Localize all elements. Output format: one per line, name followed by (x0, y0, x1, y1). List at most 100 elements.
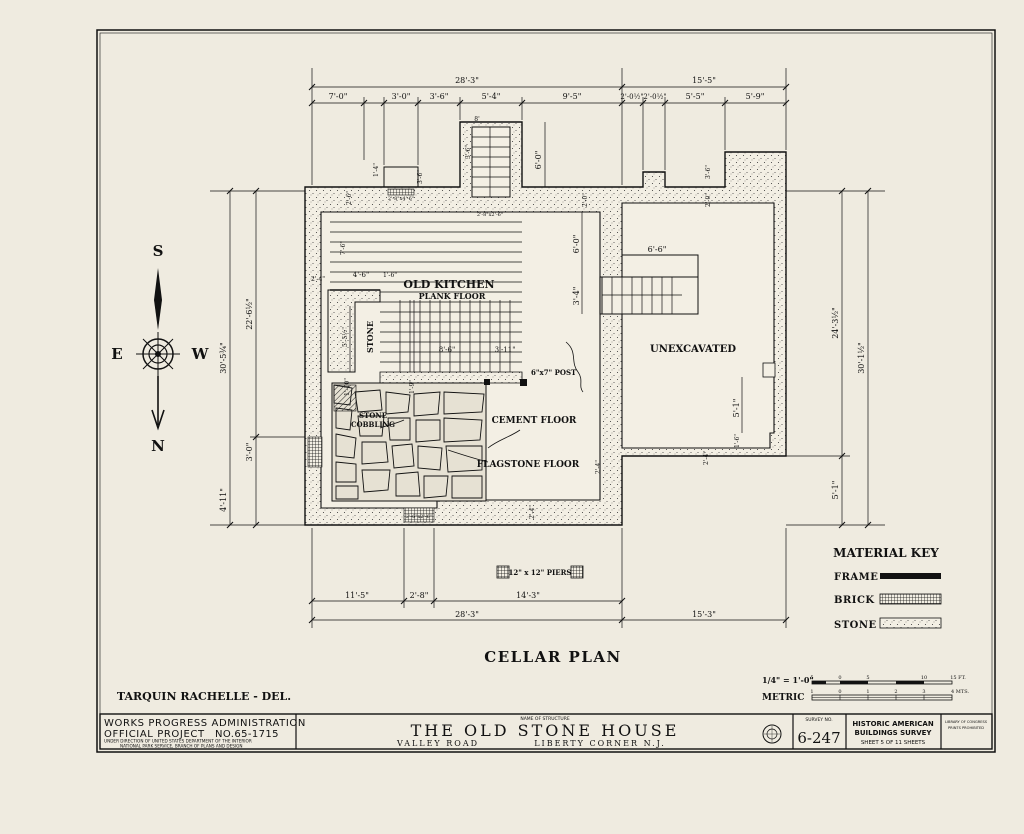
pier-left (496, 565, 510, 579)
dim-top-total-right: 15'-5" (692, 76, 716, 85)
dim-stair-4: 3'-6" (417, 170, 424, 184)
dim-stair-7: 3'-6" (705, 165, 712, 179)
dim-top-seg-3: 3'-6" (430, 92, 449, 101)
delineator: TARQUIN RACHELLE - DEL. (117, 690, 291, 703)
dim-left-lower2: 3'-0" (245, 443, 254, 462)
dim-left-inner: 22'-6½" (245, 298, 254, 330)
title-block: WORKS PROGRESS ADMINISTRATION OFFICIAL P… (99, 713, 993, 750)
dim-stair-6: 2'-0" (582, 193, 589, 207)
dim-stair-2: 3'-6" (465, 145, 472, 159)
east-stair (601, 276, 699, 315)
stair-well (471, 126, 511, 198)
dim-top-seg-6: 2'-0½" (620, 93, 643, 101)
imperial-scale-label: 1/4" = 1'-0" (762, 675, 814, 685)
outer-border (96, 29, 996, 753)
material-key: MATERIAL KEY FRAME BRICK STONE (833, 546, 942, 631)
dim-int-10: 3'-4" (572, 287, 581, 306)
imperial-tick-3: 5 (866, 675, 869, 681)
tb-wpa: WORKS PROGRESS ADMINISTRATION (104, 718, 306, 729)
compass-west: W (191, 345, 210, 363)
graphic-scales: 1/4" = 1'-0" 5 0 5 10 15 FT. METRIC 1 0 … (762, 675, 969, 703)
imperial-tick-2: 0 (838, 675, 841, 681)
dim-top-seg-8: 5'-5" (686, 92, 705, 101)
metric-tick-4: 2 (894, 689, 897, 695)
dim-int-2: 4'-6" (353, 271, 369, 279)
label-stone: STONE (365, 321, 375, 353)
dim-top-seg-7: 2'-0½" (643, 93, 666, 101)
compass: S E W N (111, 242, 209, 455)
dim-bottom-seg-2: 2'-8" (410, 591, 429, 600)
tb-structure-name: THE OLD STONE HOUSE (411, 721, 680, 740)
tb-habs-2: BUILDINGS SURVEY (855, 729, 933, 737)
dim-bottom-total-left: 28'-3" (455, 610, 479, 619)
compass-east: E (111, 345, 122, 363)
dim-int-6: 5'-5½" (342, 327, 349, 347)
brick-sill-left (307, 436, 323, 468)
metric-tick-2: 0 (838, 689, 841, 695)
material-key-stone-swatch (879, 617, 942, 629)
brick-sill-top (387, 188, 415, 196)
compass-needle-top (154, 268, 162, 330)
dim-int-8: 3'-11" (495, 346, 516, 354)
window-dim-1: 2'-8"x4'-6" (388, 196, 414, 202)
tb-project-no: NO.65-1715 (215, 729, 279, 740)
dim-top-seg-1: 7'-0" (329, 92, 348, 101)
metric-tick-1: 1 (810, 689, 813, 695)
dim-top-seg-5: 9'-5" (563, 92, 582, 101)
dim-int-5: 7'-6" (340, 241, 347, 255)
label-flagstone-floor: FLAGSTONE FLOOR (477, 460, 580, 470)
compass-north: N (151, 437, 165, 455)
tb-under-2: NATIONAL PARK SERVICE, BRANCH OF PLANS A… (120, 744, 243, 749)
material-key-brick-label: BRICK (834, 595, 875, 606)
dimension-ticks (226, 83, 872, 624)
dim-left-overall: 30'-5¾" (219, 342, 228, 374)
compass-south: S (153, 242, 164, 260)
dim-left-lower: 4'-11" (219, 488, 228, 512)
dim-int-7: 8'-6" (439, 346, 455, 354)
tb-under-1: UNDER DIRECTION OF UNITED STATES DEPARTM… (104, 739, 252, 744)
material-key-brick-swatch (879, 593, 942, 605)
metric-tick-6: 4 MTS. (951, 689, 969, 695)
tb-project: OFFICIAL PROJECT (104, 729, 205, 740)
imperial-tick-4: 10 (921, 675, 927, 681)
tb-name-caption: NAME OF STRUCTURE (520, 716, 569, 722)
tb-habs-1: HISTORIC AMERICAN (852, 720, 934, 728)
stone-step (379, 371, 523, 384)
plank-floor (330, 221, 522, 372)
dim-int-16: 1'-9" (409, 380, 416, 394)
dim-top-seg-9: 5'-9" (746, 92, 765, 101)
dim-int-4: 2'-4" (311, 276, 325, 283)
dim-right-overall: 30'-1½" (857, 342, 866, 374)
floor-plan (304, 121, 787, 526)
dim-stair-3: 1'-4" (373, 163, 380, 177)
dim-bottom-total-right: 15'-3" (692, 610, 716, 619)
tb-library-1: LIBRARY OF CONGRESS (945, 720, 988, 724)
label-post: 6"x7" POST (531, 368, 577, 377)
dim-int-13: 5'-1" (732, 399, 741, 418)
label-piers: 12" x 12" PIERS (508, 568, 571, 577)
compass-arrow-icon (151, 409, 165, 431)
metric-tick-5: 3 (922, 689, 925, 695)
window-dim-3: 2'-6"x2'-6" (406, 514, 432, 520)
dim-int-3: 1'-6" (383, 272, 397, 279)
dim-bottom-seg-1: 11'-5" (345, 591, 369, 600)
dim-top-seg-4: 5'-4" (482, 92, 501, 101)
imperial-tick-1: 5 (810, 675, 813, 681)
dim-int-11: 6'-6" (648, 245, 667, 254)
plan-title: CELLAR PLAN (484, 648, 621, 666)
dim-right-inner: 24'-3½" (831, 307, 840, 339)
dim-int-17: 2'-4" (529, 505, 536, 519)
material-key-frame-label: FRAME (834, 572, 878, 583)
tb-library-2: PRINTS PROHIBITED (948, 726, 984, 730)
dim-bottom-seg-3: 14'-3" (516, 591, 540, 600)
label-stone-cobbling-1: STONE (359, 411, 387, 420)
label-old-kitchen: OLD KITCHEN (403, 278, 494, 291)
dim-int-12: 2'-4" (595, 460, 602, 474)
brick-sill-bottom (403, 507, 435, 523)
post-6x7 (520, 379, 527, 386)
tb-survey-no: 6-247 (797, 729, 840, 747)
imperial-tick-5: 15 FT. (950, 675, 966, 681)
dim-int-15: 1'-10" (344, 378, 351, 396)
dim-right-lower: 5'-1" (831, 481, 840, 500)
